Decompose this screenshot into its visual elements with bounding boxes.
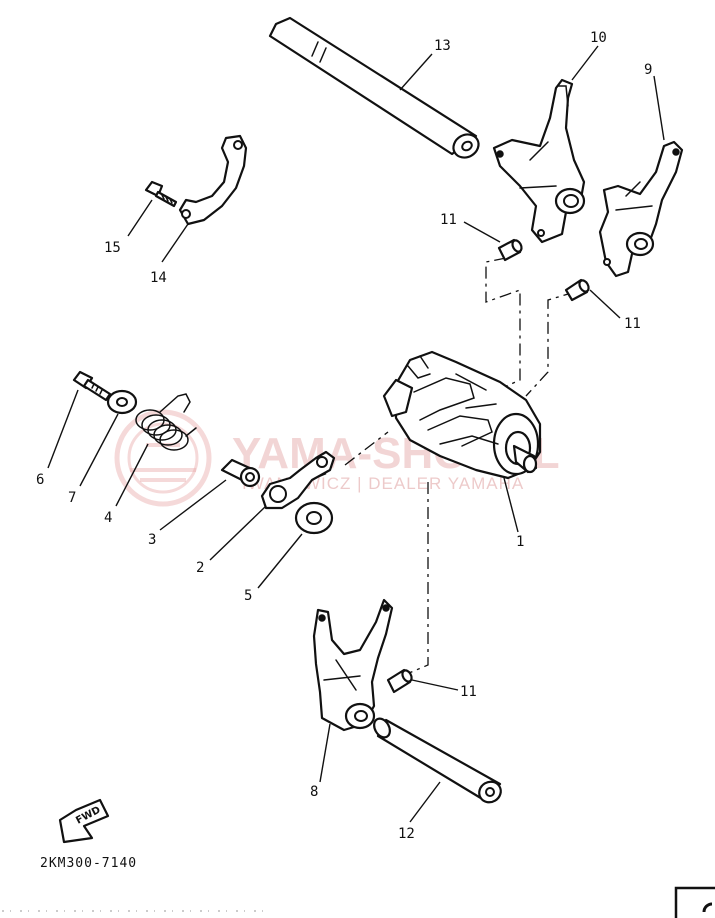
part-1-shift-drum: [382, 350, 542, 480]
callout-6: 6: [36, 472, 44, 488]
callout-11-upper: 11: [440, 212, 457, 228]
part-13-shift-fork-shaft: [268, 16, 480, 159]
part-4-torsion-spring: [135, 393, 197, 451]
part-10-shift-fork: [492, 78, 586, 244]
part-7-washer: [106, 389, 138, 415]
part-11-pin-lower: [386, 668, 413, 694]
part-11-pin-right: [564, 278, 590, 302]
callout-11-right: 11: [624, 316, 641, 332]
part-11-pin-upper: [497, 238, 523, 262]
callout-8: 8: [310, 784, 318, 800]
callout-11-lower: 11: [460, 684, 477, 700]
callout-4: 4: [104, 510, 112, 526]
callout-14: 14: [150, 270, 167, 286]
part-14-stopper-plate: [178, 134, 248, 226]
callout-12: 12: [398, 826, 415, 842]
callout-15: 15: [104, 240, 121, 256]
leader-lines: [47, 45, 665, 823]
part-9-shift-fork: [598, 140, 684, 278]
callout-2: 2: [196, 560, 204, 576]
part-3-collar: [220, 458, 261, 488]
part-15-screw: [144, 180, 178, 208]
callout-10: 10: [590, 30, 607, 46]
part-8-shift-fork: [312, 598, 394, 732]
part-5-washer: [294, 501, 334, 535]
callout-labels: 13 10 9 11 11 15 14 6 7 4 3 2 5 1 11 8 1…: [36, 30, 652, 842]
callout-7: 7: [68, 490, 76, 506]
callout-13: 13: [434, 38, 451, 54]
diagram-code: 2KM300-7140: [40, 856, 137, 871]
part-6-bolt: [72, 370, 112, 402]
callout-9: 9: [644, 62, 652, 78]
part-12-shift-fork-shaft: [373, 717, 502, 804]
fwd-arrow-icon: FWD: [58, 798, 110, 844]
part-2-stopper-lever: [260, 450, 336, 510]
callout-5: 5: [244, 588, 252, 604]
page-box-fragment: [674, 886, 715, 918]
callout-1: 1: [516, 534, 524, 550]
callout-3: 3: [148, 532, 156, 548]
